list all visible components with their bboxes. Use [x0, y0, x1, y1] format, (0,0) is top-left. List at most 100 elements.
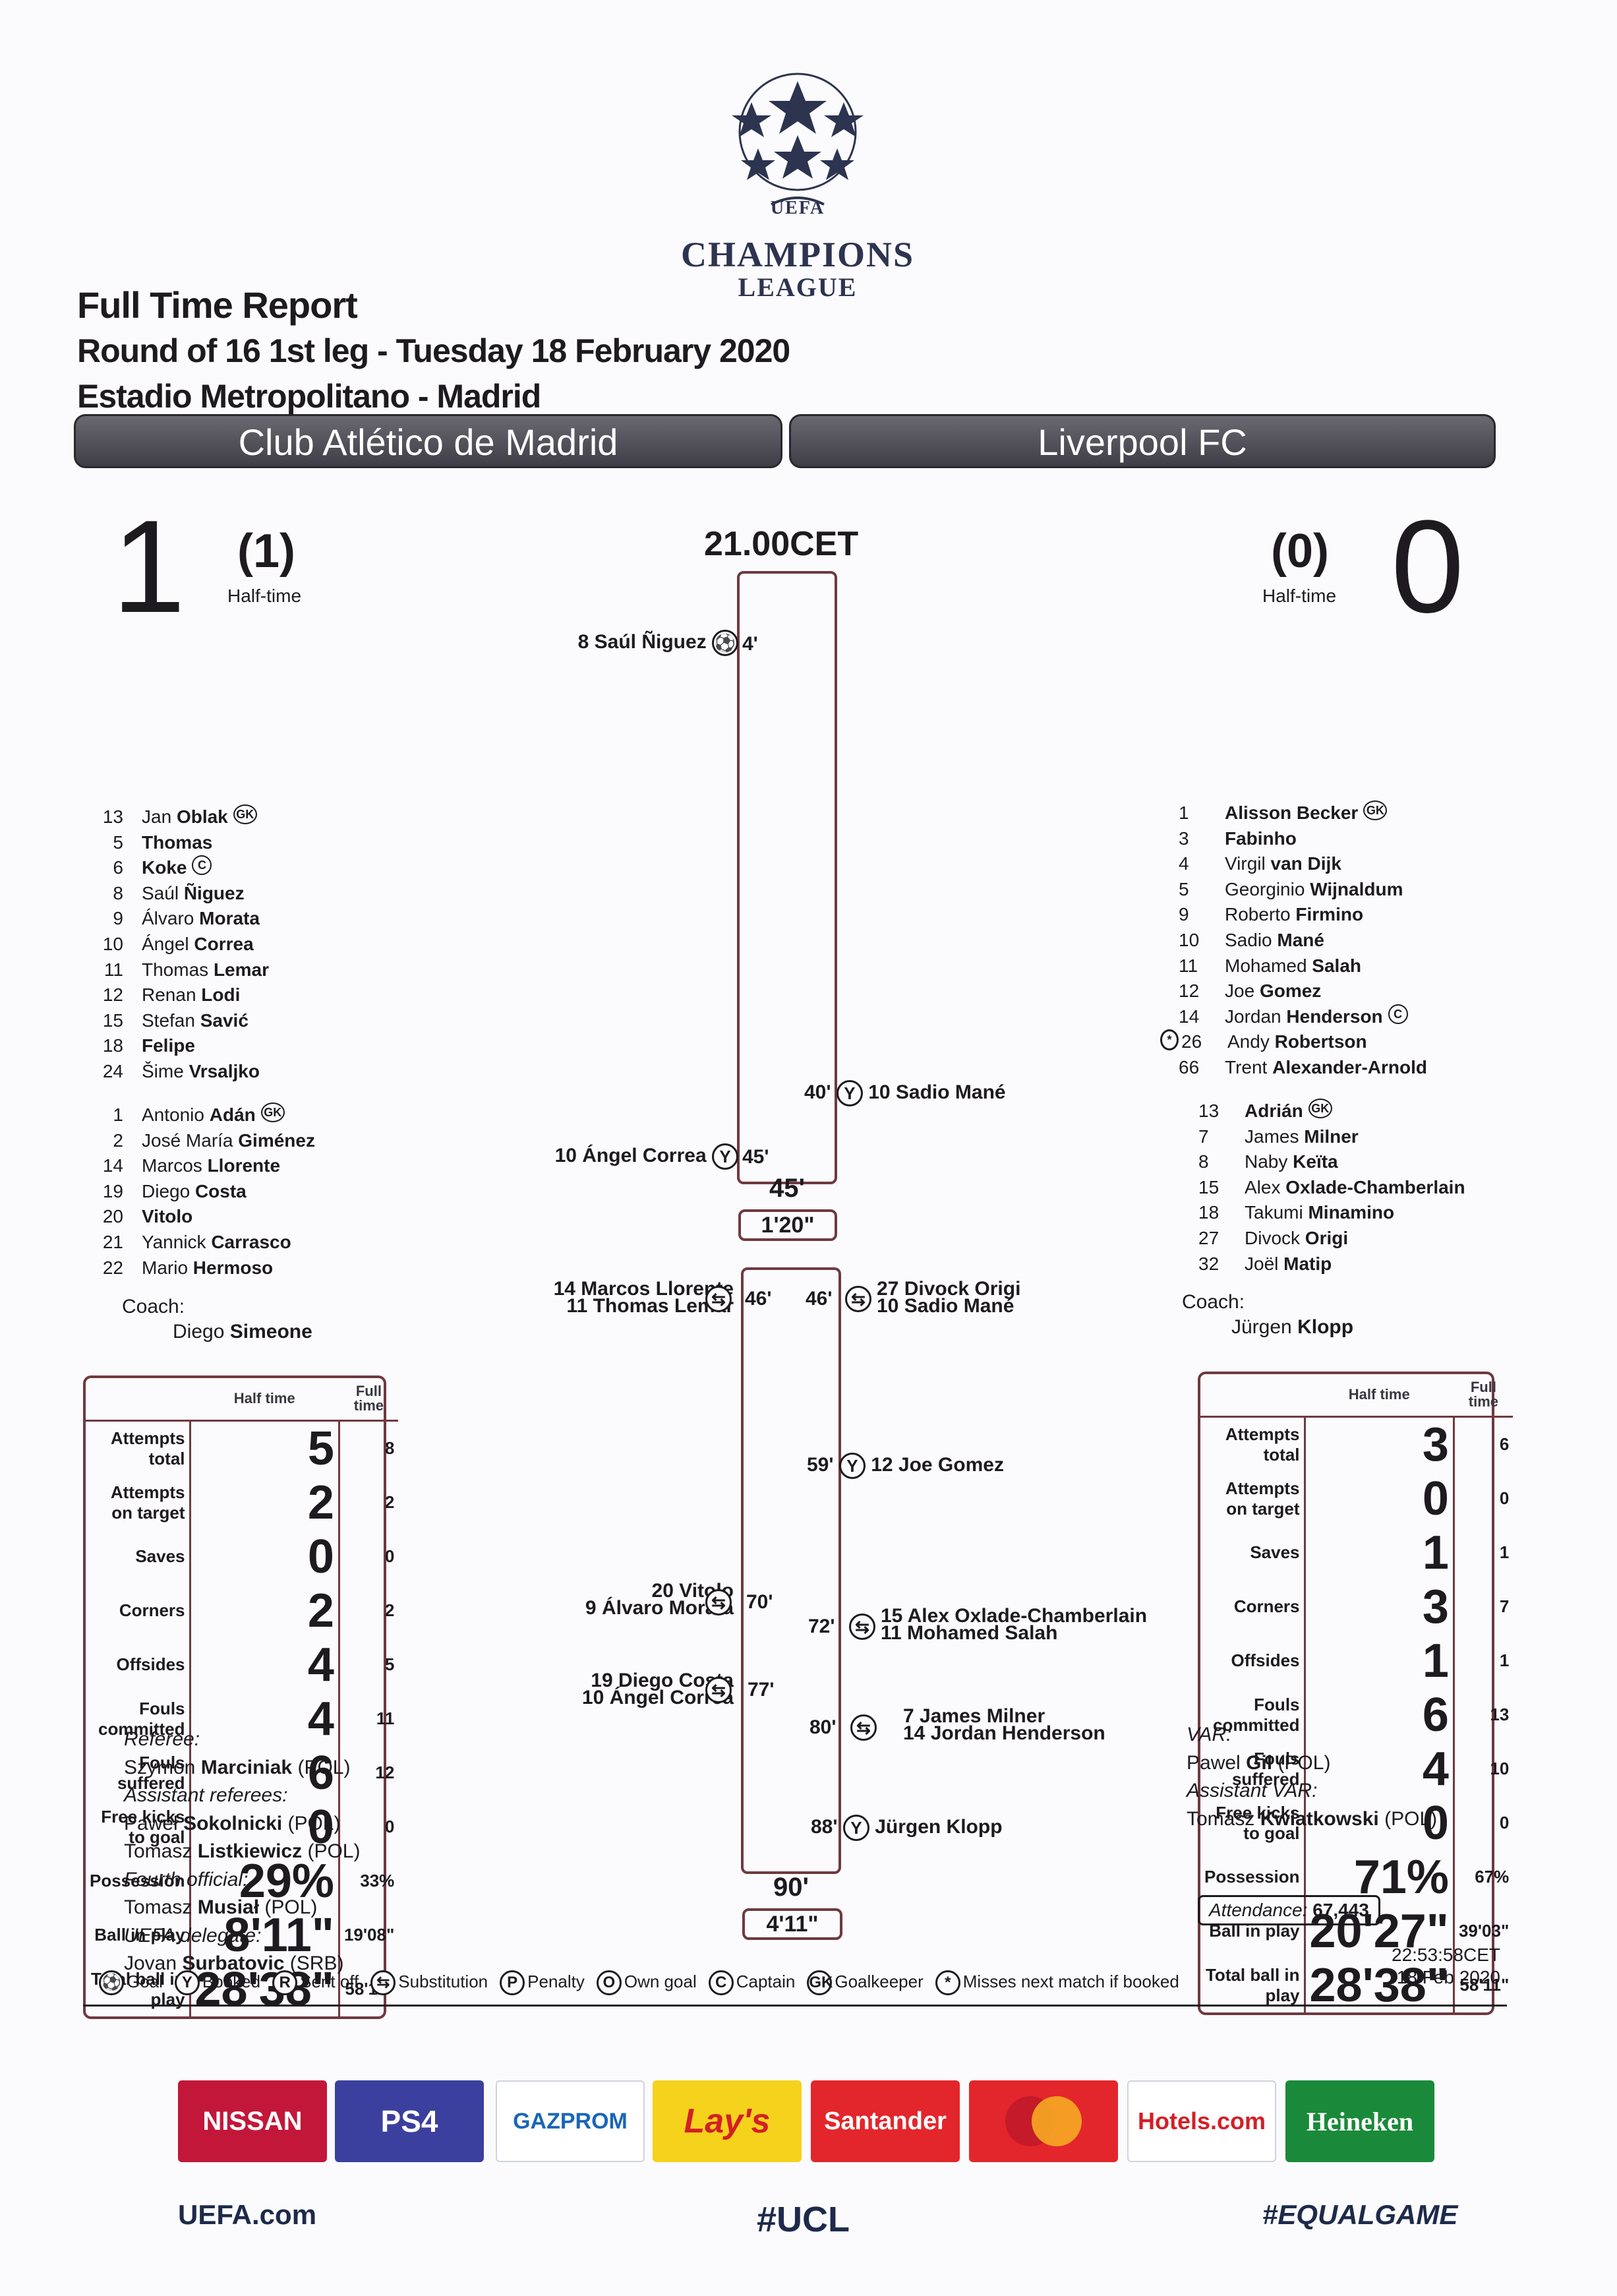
away-team-bar: Liverpool FC: [789, 414, 1496, 468]
player-name: Alex Oxlade-Chamberlain: [1245, 1175, 1465, 1201]
player-last-name: Mané: [1277, 929, 1324, 950]
stat-half-value: 28'38": [1303, 1958, 1454, 2012]
player-last-name: Alisson Becker: [1225, 802, 1359, 823]
referee-label: Referee:: [124, 1728, 200, 1750]
avar-label: Assistant VAR:: [1187, 1780, 1318, 1801]
player-first-name: Sadio: [1225, 929, 1278, 950]
player-number: 14: [1179, 1006, 1200, 1027]
substitution-icon: ⇆: [845, 1286, 871, 1312]
coach-first: Jürgen: [1231, 1316, 1292, 1338]
event-minute: 88': [811, 1815, 838, 1838]
legend-label: Own goal: [624, 1971, 697, 1991]
attendance-label: Attendance:: [1209, 1900, 1308, 1920]
player-name: Jan Oblak: [142, 804, 228, 830]
player-name: Ángel Correa: [142, 932, 254, 957]
event-away-sub-3-minute: 80': [809, 1716, 837, 1738]
stat-full-value: 5: [338, 1637, 399, 1692]
misses-next-icon: [1160, 826, 1179, 852]
player-last-name: Firmino: [1295, 904, 1364, 925]
player-first-name: Georginio: [1225, 878, 1310, 899]
lineup-player: 18 Takumi Minamino: [1180, 1200, 1465, 1226]
player-name: Andy Robertson: [1227, 1029, 1367, 1055]
assistant-2: Tomasz Listkiewicz (POL): [124, 1840, 361, 1862]
player-name: Thomas Lemar: [142, 957, 269, 983]
player-number: 18: [102, 1035, 123, 1056]
home-ht-score: (1): [237, 525, 295, 578]
player-name: Saúl Ñiguez: [142, 881, 245, 907]
mastercard-logo-icon: [1005, 2096, 1082, 2146]
player-first-name: Virgil: [1225, 853, 1271, 874]
stat-full-value: 0: [1452, 1796, 1514, 1850]
legend-label: Booked: [202, 1971, 261, 1991]
player-number: 22: [102, 1257, 123, 1278]
player-first-name: Takumi: [1245, 1202, 1308, 1223]
champions-league-starball-logo: [732, 73, 864, 206]
player-number: 5: [1179, 878, 1189, 899]
stat-full-value: 10: [1452, 1741, 1514, 1796]
sponsor-gazprom: GAZPROM: [496, 2080, 645, 2162]
player-last-name: Origi: [1305, 1227, 1349, 1248]
stat-half-value: 3: [1303, 1579, 1454, 1634]
substitution-icon: ⇆: [850, 1714, 877, 1741]
player-last-name: Lemar: [213, 959, 269, 980]
officials-home-side: Referee: Szymon Marciniak (POL) Assistan…: [124, 1726, 360, 1978]
event-player: 8 Saúl Ñiguez: [577, 630, 707, 653]
player-first-name: Mohamed: [1225, 955, 1312, 976]
player-name: Vitolo: [142, 1204, 192, 1230]
player-number: 9: [1179, 904, 1189, 925]
player-last-name: Oblak: [176, 806, 228, 827]
event-home-sub-2-minute: 70': [746, 1591, 773, 1613]
goalkeeper-icon: GK: [1363, 801, 1388, 820]
booked-icon: Y: [838, 1453, 866, 1479]
stat-label: Total ball in play: [1205, 1964, 1300, 2005]
sub-off: 14 Jordan Henderson: [903, 1722, 1105, 1744]
away-coach: Jürgen Klopp: [1231, 1316, 1353, 1339]
first-half-added-time: 1'20": [738, 1209, 837, 1241]
stat-half-value: 1: [1303, 1633, 1454, 1688]
coach-first: Diego: [173, 1321, 225, 1343]
player-name: Trent Alexander-Arnold: [1225, 1055, 1427, 1081]
player-name: Thomas: [142, 830, 212, 856]
goalkeeper-icon: GK: [260, 1103, 285, 1122]
home-ht-label: Half-time: [227, 586, 302, 606]
player-number: 12: [1179, 981, 1200, 1002]
player-number: 18: [1198, 1202, 1220, 1223]
stat-half-value: 2: [189, 1475, 339, 1530]
misses-next-icon: [1160, 979, 1179, 1004]
away-ht-score: (0): [1271, 525, 1329, 578]
captain-icon: C: [192, 855, 212, 876]
player-first-name: Marcos: [142, 1155, 208, 1176]
legend-item: *Misses next match if booked: [935, 1970, 1179, 1995]
misses-next-icon: [1160, 902, 1179, 928]
player-name: Fabinho: [1225, 826, 1297, 852]
player-name: Naby Keïta: [1245, 1149, 1338, 1175]
player-name: Takumi Minamino: [1245, 1200, 1394, 1226]
legend-label: Sent off: [300, 1971, 359, 1991]
sponsor-nissan: NISSAN: [178, 2080, 327, 2162]
fourth-label: Fourth official:: [124, 1868, 249, 1890]
stat-label: Fouls suffered: [117, 1752, 185, 1793]
player-last-name: Koke: [142, 857, 187, 878]
